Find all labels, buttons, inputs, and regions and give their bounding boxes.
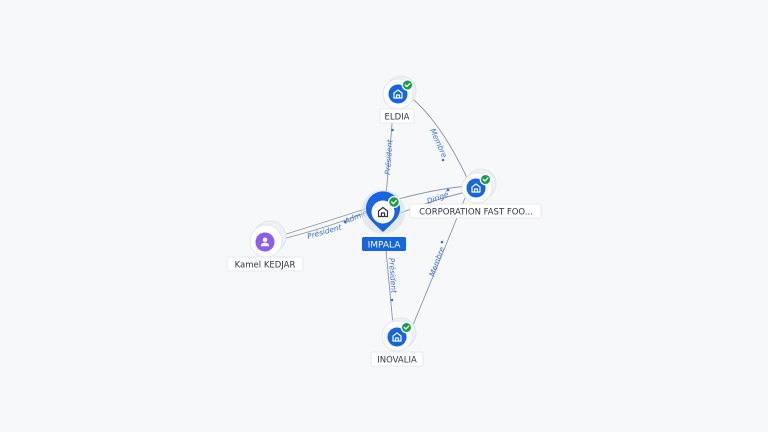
building-icon (392, 332, 402, 342)
building-icon (393, 89, 403, 99)
edge-label-corporation-inovalia: Membre (427, 245, 446, 277)
node-impala[interactable]: IMPALA (361, 190, 406, 251)
company-disc (388, 84, 408, 104)
building-icon (377, 206, 389, 218)
node-kamel[interactable]: Kamel KEDJAR (226, 220, 304, 272)
node-label-box (370, 351, 424, 367)
building-icon (471, 183, 481, 193)
edge-arrow (441, 158, 445, 162)
edge-arrow (391, 128, 394, 132)
node-label-eldia: ELDIA (385, 113, 410, 123)
node-label-box (409, 203, 542, 219)
edge-label-impala-inovalia: Président (387, 258, 399, 295)
verified-check-icon (479, 173, 492, 186)
edge-arrow (343, 220, 347, 224)
edge-impala-inovalia[interactable] (385, 249, 394, 326)
edge-eldia-corporation[interactable] (407, 94, 469, 181)
node-label-box (226, 256, 304, 272)
verified-check-icon (387, 195, 401, 209)
company-disc (466, 178, 486, 198)
verified-check-icon (400, 321, 413, 334)
person-icon (260, 237, 270, 247)
edge-label-impala-eldia: Président (383, 138, 395, 175)
edge-arrow (390, 298, 394, 302)
edge-label-eldia-corporation: Membre (428, 127, 449, 159)
node-eldia[interactable]: ELDIA (379, 75, 417, 124)
node-label-corporation: CORPORATION FAST FOO... (419, 208, 533, 218)
edge-impala-corporation[interactable] (394, 185, 467, 201)
node-label-inovalia: INOVALIA (377, 356, 417, 366)
node-label-kamel: Kamel KEDJAR (235, 261, 296, 271)
edge-arrow (440, 240, 444, 244)
node-label-box (379, 108, 415, 124)
edge-arrow (446, 188, 450, 192)
edge-kamel-impala-admin[interactable] (279, 207, 369, 237)
company-disc (387, 327, 407, 347)
node-label-impala: IMPALA (368, 241, 402, 251)
edge-impala-eldia[interactable] (385, 111, 394, 197)
node-label-box (362, 237, 406, 251)
node-corporation[interactable]: CORPORATION FAST FOO... (409, 168, 542, 219)
verified-check-icon (401, 79, 414, 91)
node-inovalia[interactable]: INOVALIA (370, 317, 424, 367)
edge-label-kamel-impala-president: Président (306, 222, 343, 241)
